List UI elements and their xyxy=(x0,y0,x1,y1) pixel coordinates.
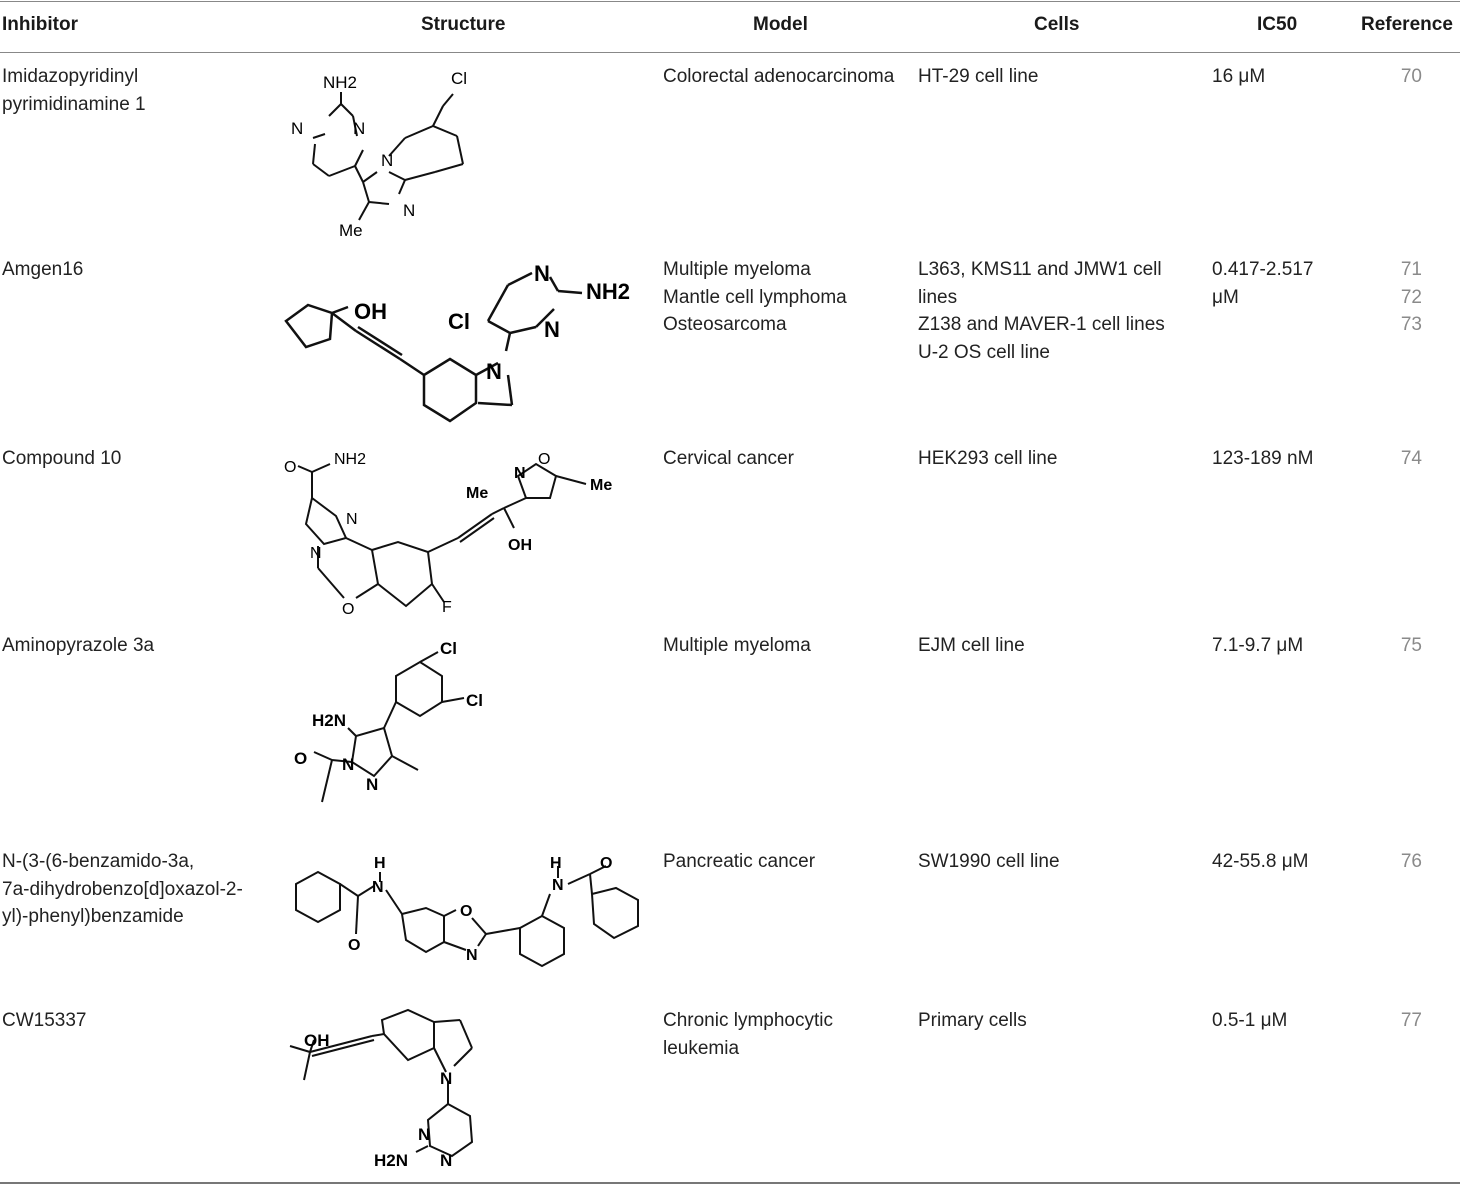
svg-text:F: F xyxy=(442,599,452,616)
svg-text:H2N: H2N xyxy=(312,711,346,730)
reference-cell: 70 xyxy=(1400,66,1422,87)
reference-cell: 74 xyxy=(1400,448,1422,469)
svg-text:Cl: Cl xyxy=(440,639,457,658)
svg-text:O: O xyxy=(538,451,550,468)
header-cells: Cells xyxy=(1034,14,1080,35)
svg-text:Cl: Cl xyxy=(451,69,467,88)
svg-text:Cl: Cl xyxy=(448,309,470,334)
chemical-structure-image: OH N N N H2N xyxy=(289,1008,474,1170)
ic50-cell: 42-55.8 μM xyxy=(1212,851,1309,872)
svg-text:N: N xyxy=(440,1151,452,1170)
ic50-cell: 7.1-9.7 μM xyxy=(1212,635,1304,656)
ic50-cell: 16 μM xyxy=(1212,66,1266,87)
header-inhibitor: Inhibitor xyxy=(2,14,78,35)
reference-cell: 76 xyxy=(1400,851,1422,872)
ic50-cell: 123-189 nM xyxy=(1212,448,1314,469)
ic50-cell: 0.417-2.517 μM xyxy=(1212,259,1314,308)
svg-text:N: N xyxy=(381,151,393,170)
model-cell: Multiple myeloma xyxy=(663,635,811,656)
svg-text:N: N xyxy=(342,755,354,774)
model-cell: Cervical cancer xyxy=(663,448,794,469)
inhibitor-name: N-(3-(6-benzamido-3a, 7a-dihydrobenzo[d]… xyxy=(2,851,243,927)
svg-text:NH2: NH2 xyxy=(323,73,357,92)
model-cell: Colorectal adenocarcinoma xyxy=(663,66,895,87)
svg-text:N: N xyxy=(291,119,303,138)
svg-text:N: N xyxy=(552,877,564,894)
reference-cell: 77 xyxy=(1400,1010,1422,1031)
cells-cell: Primary cells xyxy=(918,1010,1027,1031)
cells-cell: HEK293 cell line xyxy=(918,448,1058,469)
chemical-structure-image: Cl Cl H2N O N N xyxy=(294,639,483,803)
chemical-structure-image: NH2 N N N N Cl Me xyxy=(291,69,467,240)
cells-cell: L363, KMS11 and JMW1 cell lines Z138 and… xyxy=(918,259,1165,363)
svg-text:N: N xyxy=(403,201,415,220)
table-header-rule xyxy=(0,52,1460,53)
header-model: Model xyxy=(753,14,808,35)
svg-text:N: N xyxy=(353,119,365,138)
header-structure: Structure xyxy=(421,14,506,35)
svg-text:H2N: H2N xyxy=(374,1151,408,1170)
svg-text:H: H xyxy=(550,855,562,872)
svg-text:N: N xyxy=(346,511,358,528)
svg-text:Cl: Cl xyxy=(466,691,483,710)
svg-text:OH: OH xyxy=(354,299,387,324)
svg-text:N: N xyxy=(310,545,322,562)
header-reference: Reference xyxy=(1361,14,1453,35)
svg-text:O: O xyxy=(294,749,307,768)
svg-text:Me: Me xyxy=(466,485,488,502)
svg-text:O: O xyxy=(342,601,354,618)
inhibitor-name: Compound 10 xyxy=(2,448,122,469)
svg-text:OH: OH xyxy=(304,1031,330,1050)
svg-text:N: N xyxy=(440,1069,452,1088)
svg-text:O: O xyxy=(284,459,296,476)
inhibitor-name: CW15337 xyxy=(2,1010,87,1031)
inhibitor-name: Imidazopyridinyl pyrimidinamine 1 xyxy=(2,66,146,115)
svg-text:N: N xyxy=(372,879,384,896)
inhibitor-name: Amgen16 xyxy=(2,259,84,280)
svg-text:Me: Me xyxy=(339,221,363,240)
ic50-cell: 0.5-1 μM xyxy=(1212,1010,1288,1031)
cells-cell: SW1990 cell line xyxy=(918,851,1060,872)
chemical-structure-image: OH N N NH2 Cl N xyxy=(284,261,630,423)
inhibitor-name: Aminopyrazole 3a xyxy=(2,635,155,656)
svg-text:N: N xyxy=(534,261,550,286)
svg-text:O: O xyxy=(600,855,612,872)
reference-cell: 75 xyxy=(1400,635,1422,656)
svg-text:O: O xyxy=(460,903,472,920)
model-cell: Multiple myeloma Mantle cell lymphoma Os… xyxy=(663,259,847,335)
svg-text:N: N xyxy=(418,1125,430,1144)
svg-text:N: N xyxy=(366,775,378,794)
svg-text:H: H xyxy=(374,855,386,872)
cells-cell: HT-29 cell line xyxy=(918,66,1039,87)
reference-cell: 71 72 73 xyxy=(1400,259,1422,335)
svg-text:N: N xyxy=(466,947,478,964)
header-ic50: IC50 xyxy=(1257,14,1298,35)
svg-text:NH2: NH2 xyxy=(586,279,630,304)
svg-text:O: O xyxy=(348,937,360,954)
svg-text:Me: Me xyxy=(590,477,612,494)
svg-text:OH: OH xyxy=(508,537,532,554)
svg-text:NH2: NH2 xyxy=(334,451,366,468)
chemical-structure-image: H N O O N H N O xyxy=(295,855,639,968)
cells-cell: EJM cell line xyxy=(918,635,1025,656)
table-bottom-rule xyxy=(0,1182,1460,1184)
svg-text:N: N xyxy=(544,317,560,342)
chemical-structure-image: O NH2 N N O Me N O Me OH F xyxy=(284,451,612,618)
model-cell: Pancreatic cancer xyxy=(663,851,816,872)
model-cell: Chronic lymphocytic leukemia xyxy=(663,1010,833,1059)
svg-text:N: N xyxy=(514,465,526,482)
svg-text:N: N xyxy=(486,359,502,384)
table-top-rule xyxy=(0,1,1460,2)
